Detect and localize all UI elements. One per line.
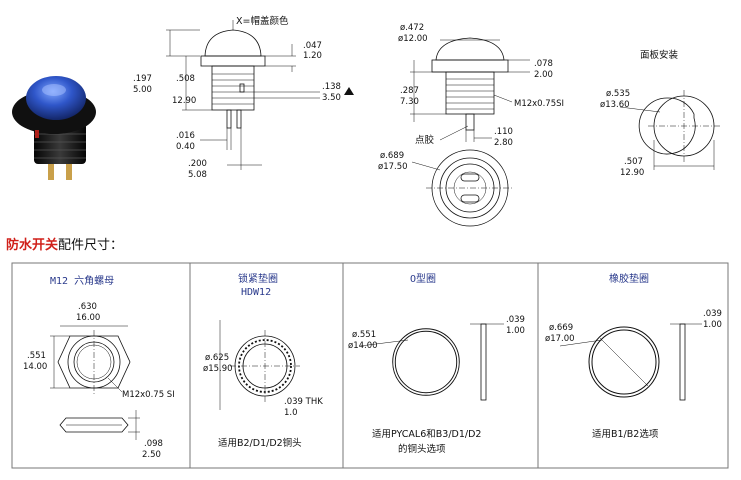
rubber-dim-dia-1700: ø17.00 <box>545 334 575 344</box>
dim-047: .047 <box>303 41 322 51</box>
oring-dim-dia-551: ø.551 <box>352 330 376 340</box>
oring-dim-100: 1.00 <box>506 326 525 336</box>
switch-photo <box>12 76 96 180</box>
dim-dia-1200: ø12.00 <box>398 34 428 44</box>
lock-title: 锁紧垫圈 <box>238 272 278 285</box>
nut-dim-630: .630 <box>78 302 97 312</box>
nut-dim-1400: 14.00 <box>23 362 47 372</box>
dim-138: .138 <box>322 82 341 92</box>
nut-title: M12 六角螺母 <box>50 275 114 287</box>
lock-dim-dia-1590: ø15.90 <box>203 364 233 374</box>
dim-120: 1.20 <box>303 51 322 61</box>
nut-dim-551: .551 <box>27 351 46 361</box>
panel-lock-washer: 锁紧垫圈 HDW12 ø.625 ø15.90 .039 THK 1.0 适用B… <box>203 272 323 449</box>
lock-thk: .039 THK <box>284 397 323 407</box>
oring-note2: 的铜头选项 <box>398 443 446 455</box>
thread-label: M12x0.75SI <box>514 99 564 109</box>
lock-thk-mm: 1.0 <box>284 408 298 418</box>
dim-dia-689: ø.689 <box>380 151 404 161</box>
dim-110: .110 <box>494 127 513 137</box>
panel-rubber-washer: 橡胶垫圈 ø.669 ø17.00 .039 1.00 适用B1/B2选项 <box>545 272 722 440</box>
rubber-dim-100: 1.00 <box>703 320 722 330</box>
dim-350: 3.50 <box>322 93 341 103</box>
dim-dia-1360: ø13.60 <box>600 100 630 110</box>
accessory-frame <box>11 262 729 469</box>
lock-note: 适用B2/D1/D2铜头 <box>218 437 302 449</box>
rubber-dim-dia-669: ø.669 <box>549 323 573 333</box>
dim-1290b: 12.90 <box>620 168 644 178</box>
lock-subtitle: HDW12 <box>241 287 271 298</box>
dim-dia-535: ø.535 <box>606 89 630 99</box>
dim-500: 5.00 <box>133 85 152 95</box>
heading-rest: 配件尺寸： <box>58 238 124 253</box>
panel-title: 面板安装 <box>640 49 679 61</box>
glue-label: 点胶 <box>415 134 435 146</box>
bottom-view: ø.689 ø17.50 <box>378 149 514 227</box>
nut-dim-1600: 16.00 <box>76 313 100 323</box>
dim-040: 0.40 <box>176 142 195 152</box>
panel-hex-nut: M12 六角螺母 .630 16.00 .551 14.00 M12x0.75 … <box>23 275 175 460</box>
rubber-title: 橡胶垫圈 <box>609 272 649 285</box>
dim-dia-472: ø.472 <box>400 23 424 33</box>
side-view-2: ø.472 ø12.00 .078 2.00 .287 7.30 M12x0.7… <box>398 23 564 148</box>
nut-dim-250: 2.50 <box>142 450 161 460</box>
rubber-note: 适用B1/B2选项 <box>592 428 659 440</box>
panel-o-ring: O型圈 ø.551 ø14.00 .039 1.00 适用PYCAL6和B3/D… <box>348 272 525 455</box>
oring-dim-dia-1400: ø14.00 <box>348 341 378 351</box>
dim-508: .508 <box>176 74 195 84</box>
heading-product: 防水开关 <box>6 238 59 253</box>
oring-dim-039: .039 <box>506 315 525 325</box>
dim-730: 7.30 <box>400 97 419 107</box>
dim-200: .200 <box>188 159 207 169</box>
dim-508mm: 5.08 <box>188 170 207 180</box>
dim-078: .078 <box>534 59 553 69</box>
dim-dia-1750: ø17.50 <box>378 162 408 172</box>
dim-507: .507 <box>624 157 643 167</box>
oring-title: O型圈 <box>410 272 436 285</box>
side-view-1: X=帽盖颜色 .047 1.20 .197 5.00 .508 12.90 <box>133 15 354 180</box>
dim-287: .287 <box>400 86 419 96</box>
accessories-heading: 防水开关配件尺寸： <box>6 234 123 253</box>
dim-1290: 12.90 <box>172 96 196 106</box>
nut-thread: M12x0.75 SI <box>122 390 175 400</box>
dim-197: .197 <box>133 74 152 84</box>
oring-note1: 适用PYCAL6和B3/D1/D2 <box>372 429 481 440</box>
dim-200mm: 2.00 <box>534 70 553 80</box>
dim-280: 2.80 <box>494 138 513 148</box>
dim-016: .016 <box>176 131 195 141</box>
nut-dim-098: .098 <box>144 439 163 449</box>
panel-cutout: 面板安装 ø.535 ø13.60 .507 12.90 <box>600 49 720 178</box>
lock-dim-dia-625: ø.625 <box>205 353 229 363</box>
cap-color-label: X=帽盖颜色 <box>236 15 289 27</box>
rubber-dim-039: .039 <box>703 309 722 319</box>
